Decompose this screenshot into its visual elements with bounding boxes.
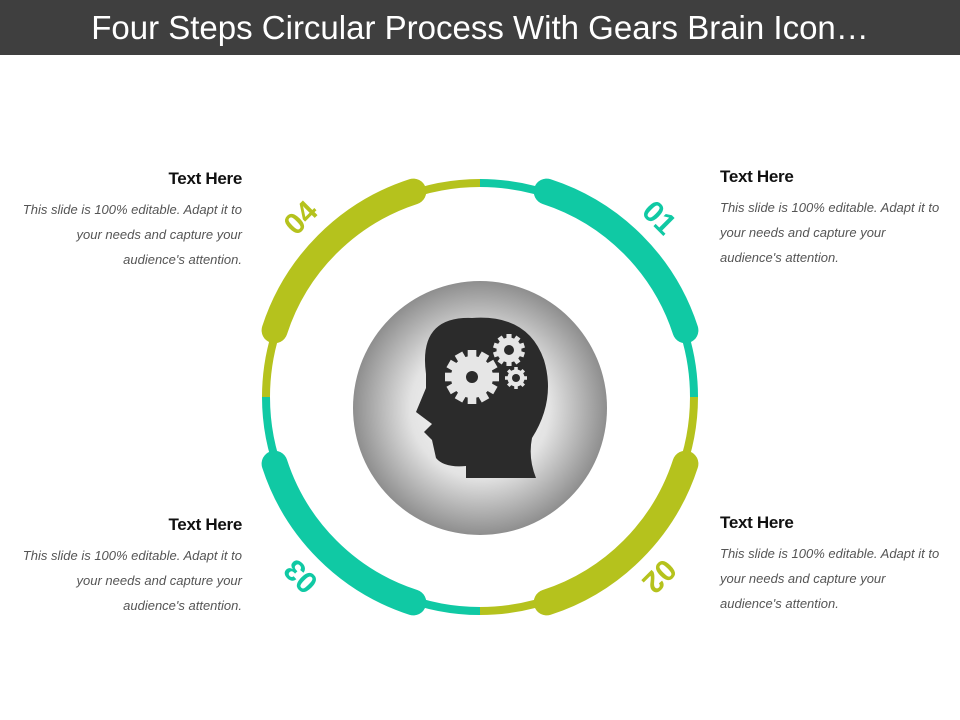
step-2-body: This slide is 100% editable. Adapt it to…	[720, 546, 940, 611]
step-2-number: 02	[635, 552, 682, 599]
step-1-heading: Text Here	[720, 167, 794, 186]
step-1-number: 01	[635, 195, 682, 242]
title-bar	[0, 0, 960, 55]
process-ring	[261, 178, 699, 616]
step-4-band	[261, 178, 427, 344]
step-2-block: Text Here This slide is 100% editable. A…	[720, 513, 950, 616]
slide-title: Four Steps Circular Process With Gears B…	[91, 9, 869, 46]
step-3-number: 03	[278, 552, 325, 599]
step-1-block: Text Here This slide is 100% editable. A…	[720, 167, 950, 270]
step-3-body: This slide is 100% editable. Adapt it to…	[22, 548, 242, 613]
step-3-block: Text Here This slide is 100% editable. A…	[12, 515, 243, 618]
step-2-heading: Text Here	[720, 513, 794, 532]
step-4-body: This slide is 100% editable. Adapt it to…	[22, 202, 242, 267]
step-4-number: 04	[278, 194, 325, 241]
head-with-gears-icon	[416, 317, 548, 478]
step-3-heading: Text Here	[168, 515, 242, 534]
step-4-block: Text Here This slide is 100% editable. A…	[12, 169, 243, 272]
step-4-heading: Text Here	[168, 169, 242, 188]
step-2-band	[533, 450, 699, 616]
step-1-body: This slide is 100% editable. Adapt it to…	[720, 200, 940, 265]
step-3-band	[261, 450, 427, 616]
step-1-band	[533, 178, 699, 344]
